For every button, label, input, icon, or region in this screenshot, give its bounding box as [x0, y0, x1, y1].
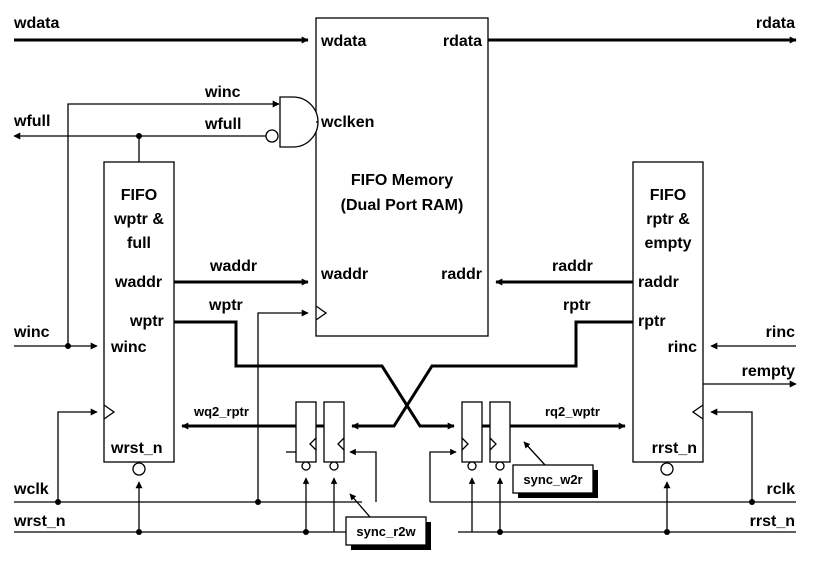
rptr-bus-label: rptr	[563, 297, 591, 314]
memory-title-line1: FIFO Memory	[351, 172, 453, 189]
sync-w2r-ff2	[489, 401, 511, 463]
sync-w2r-label-box	[512, 464, 594, 494]
write-block-title-line3: full	[127, 235, 151, 252]
wq2-rptr-label: wq2_rptr	[193, 404, 249, 419]
sync-r2w-ff2	[323, 401, 345, 463]
write-block-title-line2: wptr &	[113, 211, 164, 228]
wrst-n-label: wrst_n	[13, 513, 66, 530]
fifo-memory-block	[315, 17, 489, 337]
wfull-gate-label: wfull	[204, 116, 241, 133]
sync-r2w-ff1	[295, 401, 317, 463]
wptr-bus	[174, 320, 455, 430]
rptr-bus	[351, 320, 633, 430]
rdata-label: rdata	[756, 15, 795, 32]
sync-w2r-ff1	[461, 401, 483, 463]
memory-port-rdata: rdata	[443, 33, 482, 50]
read-port-rptr: rptr	[638, 313, 666, 330]
write-port-waddr: waddr	[114, 274, 162, 291]
sync-r2w-label-box	[345, 516, 427, 546]
read-block-title-line1: FIFO	[650, 187, 686, 204]
waddr-bus-label: waddr	[209, 258, 257, 275]
rrst-n-label: rrst_n	[750, 513, 795, 530]
rq2-wptr-label: rq2_wptr	[545, 404, 600, 419]
memory-clock-triangle	[315, 305, 328, 321]
winc-label: winc	[13, 324, 50, 341]
wptr-bus-label: wptr	[208, 297, 243, 314]
write-clock-triangle	[103, 404, 116, 420]
wfull-label: wfull	[13, 113, 50, 130]
memory-port-waddr: waddr	[320, 266, 368, 283]
and-gate-inverter-bubble	[265, 129, 279, 143]
read-port-rrst-n: rrst_n	[652, 440, 697, 457]
write-port-wrst-n: wrst_n	[110, 440, 163, 457]
rempty-label: rempty	[742, 363, 795, 380]
write-port-winc: winc	[110, 339, 147, 356]
sync-r2w-label: sync_r2w	[356, 524, 416, 539]
memory-title-line2: (Dual Port RAM)	[341, 197, 464, 214]
memory-port-wclken: wclken	[320, 114, 374, 131]
rinc-label: rinc	[766, 324, 795, 341]
read-reset-bubble	[660, 462, 674, 476]
read-block-title-line2: rptr &	[646, 211, 690, 228]
read-port-rinc: rinc	[668, 339, 697, 356]
memory-port-wdata: wdata	[320, 33, 366, 50]
write-port-wptr: wptr	[129, 313, 164, 330]
sync-w2r-label: sync_w2r	[523, 472, 582, 487]
read-port-raddr: raddr	[638, 274, 679, 291]
memory-port-raddr: raddr	[441, 266, 482, 283]
read-pointer-block	[632, 161, 704, 463]
read-block-title-line3: empty	[644, 235, 691, 252]
and-gate	[279, 96, 319, 148]
read-clock-triangle	[691, 404, 704, 420]
winc-gate-label: winc	[204, 84, 241, 101]
raddr-bus-label: raddr	[552, 258, 593, 275]
wdata-label: wdata	[13, 15, 59, 32]
wclk-label: wclk	[13, 481, 49, 498]
write-pointer-block	[103, 161, 175, 463]
write-block-title-line1: FIFO	[121, 187, 157, 204]
write-reset-bubble	[132, 462, 146, 476]
rclk-label: rclk	[767, 481, 796, 498]
